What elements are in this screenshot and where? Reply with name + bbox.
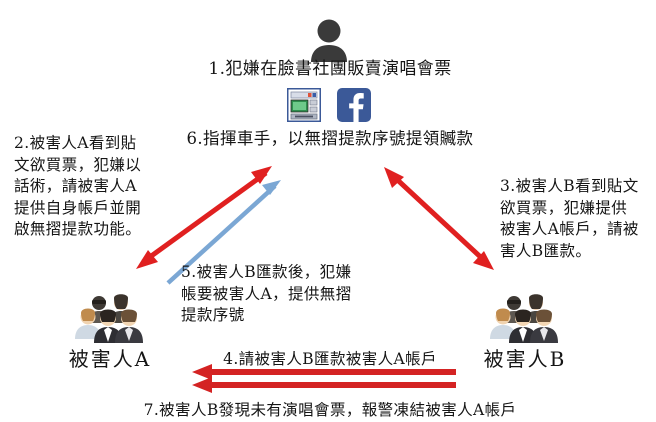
step2-caption: 2.被害人A看到貼文欲買票，犯嫌以話術，請被害人A提供自身帳戶並開啟無摺提款功能… — [14, 134, 142, 238]
people-group-icon — [75, 294, 143, 343]
step3-caption: 3.被害人B看到貼文欲買票，犯嫌提供被害人A帳戶，請被害人B匯款。 — [500, 177, 639, 260]
person-silhouette-icon — [311, 19, 347, 62]
step4-caption: 4.請被害人B匯款被害人A帳戶 — [223, 350, 437, 368]
people-group-icon — [490, 294, 558, 343]
step5-caption: 5.被害人B匯款後，犯嫌帳要被害人A，提供無摺提款序號 — [181, 263, 352, 324]
arrow-suspect-victim-a — [136, 166, 272, 269]
atm-icon — [287, 88, 321, 122]
suspect-channel-icons — [273, 87, 385, 123]
victim-b-label: 被害人B — [483, 347, 567, 371]
step7-caption: 7.被害人B發現未有演唱會票，報警凍結被害人A帳戶 — [143, 401, 517, 419]
step6-caption: 6.指揮車手，以無摺提款序號提領贓款 — [186, 129, 474, 148]
arrow-suspect-victim-b — [384, 167, 494, 270]
victim-a-label: 被害人A — [68, 347, 152, 371]
step1-caption: 1.犯嫌在臉書社團販賣演唱會票 — [208, 59, 452, 79]
arrow-step7-b-to-a — [192, 377, 456, 393]
facebook-icon — [337, 88, 371, 122]
